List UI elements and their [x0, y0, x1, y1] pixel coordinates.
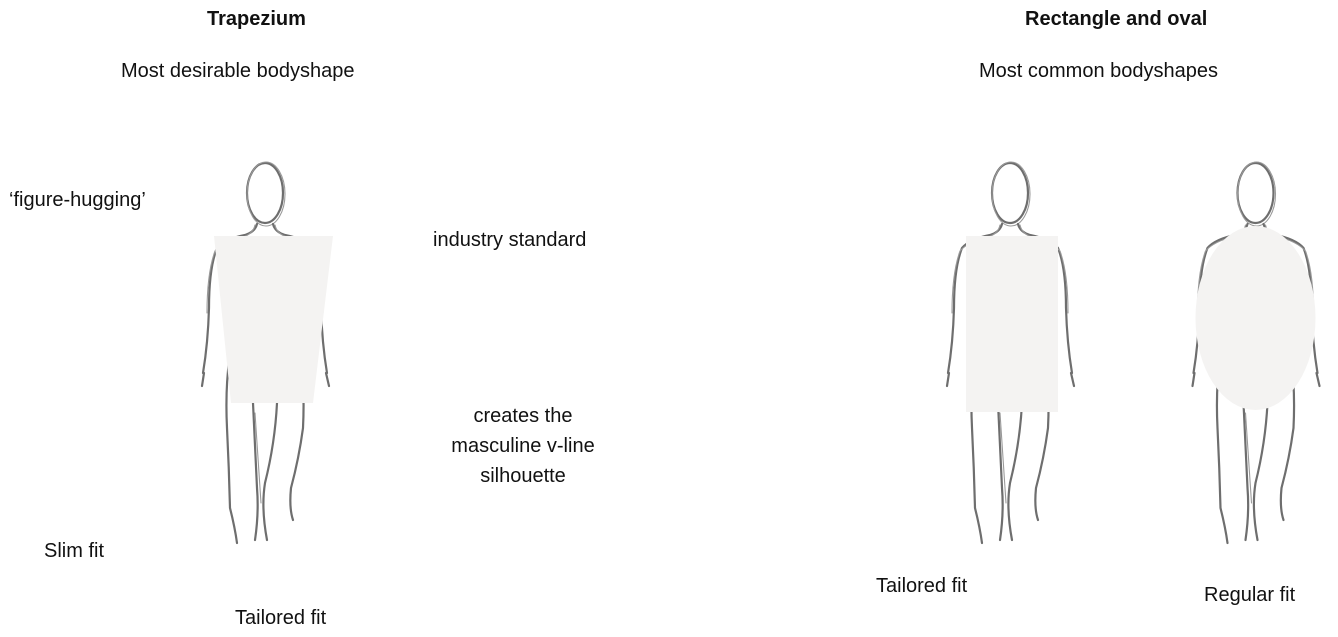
rectangle-shape [966, 236, 1058, 412]
right-tailored-fit-label: Tailored fit [876, 575, 967, 598]
oval-shape [1196, 226, 1316, 410]
slim-fit-label: Slim fit [44, 540, 104, 563]
left-tailored-fit-label: Tailored fit [235, 607, 326, 630]
figure-hugging-label: ‘figure-hugging’ [9, 189, 146, 212]
rectangle-body-figure [935, 158, 1085, 548]
oval-body-figure [1178, 158, 1333, 548]
v-line-label: creates the masculine v-line silhouette [423, 401, 623, 491]
left-panel-title: Trapezium [207, 8, 306, 31]
right-panel-title: Rectangle and oval [1025, 8, 1207, 31]
industry-standard-label: industry standard [433, 229, 586, 252]
trapezium-body-figure [185, 158, 345, 548]
trapezium-shape [214, 236, 333, 403]
regular-fit-label: Regular fit [1204, 584, 1295, 607]
left-panel-subtitle: Most desirable bodyshape [121, 60, 354, 83]
right-panel-subtitle: Most common bodyshapes [979, 60, 1218, 83]
